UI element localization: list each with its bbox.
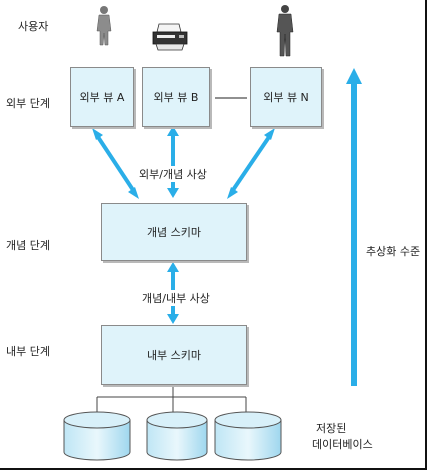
- abstraction-level-label: 추상화 수준: [366, 245, 421, 258]
- level-label-internal: 내부 단계: [6, 345, 50, 358]
- person-icon: [276, 5, 294, 57]
- external-conceptual-arrows: [92, 126, 275, 199]
- level-label-external: 외부 단계: [6, 97, 50, 110]
- mapping-label-external-conceptual: 외부/개념 사상: [137, 166, 209, 182]
- database-icon: [214, 411, 282, 461]
- external-view-n-label: 외부 뷰 N: [263, 91, 309, 104]
- abstraction-arrow: [346, 68, 362, 386]
- stored-database-label-line1: 저장된: [316, 422, 347, 435]
- level-label-conceptual: 개념 단계: [6, 239, 50, 252]
- external-view-a-label: 외부 뷰 A: [79, 91, 125, 104]
- stored-database-label: 저장된 데이터베이스: [312, 421, 373, 453]
- database-icon: [146, 411, 208, 461]
- conceptual-schema-box: 개념 스키마: [101, 203, 247, 261]
- stored-database-label-line2: 데이터베이스: [312, 438, 373, 451]
- internal-schema-box: 내부 스키마: [101, 325, 247, 385]
- person-icon: [96, 6, 112, 46]
- external-view-b: 외부 뷰 B: [142, 67, 210, 127]
- external-view-b-label: 외부 뷰 B: [153, 91, 199, 104]
- storage-connectors: [96, 386, 247, 412]
- external-view-n: 외부 뷰 N: [250, 67, 322, 127]
- internal-schema-label: 내부 스키마: [146, 349, 202, 362]
- external-view-a: 외부 뷰 A: [70, 67, 134, 127]
- mapping-label-conceptual-internal: 개념/내부 사상: [140, 290, 212, 306]
- level-label-user: 사용자: [18, 20, 49, 33]
- database-icon: [63, 411, 131, 461]
- printer-icon: [152, 23, 188, 51]
- conceptual-schema-label: 개념 스키마: [146, 226, 202, 239]
